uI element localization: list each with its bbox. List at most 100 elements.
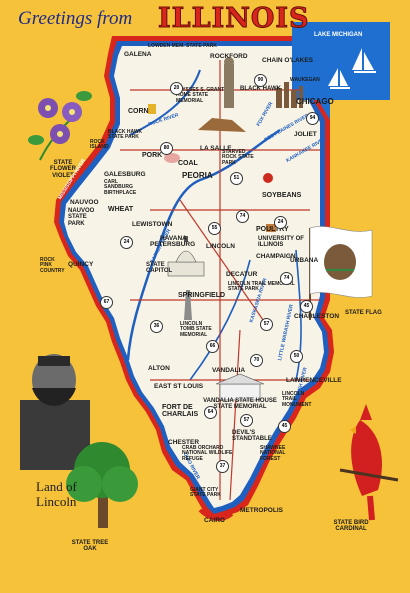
place-galesburg: GALESBURG: [104, 171, 146, 178]
lake-michigan-label: LAKE MICHIGAN: [314, 32, 363, 38]
label-poultry: POULTRY: [256, 226, 289, 233]
starved-rock-icon: [198, 118, 246, 132]
place-lincoln-trail-park: LINCOLN TRAIL MEMORIAL STATE PARK: [228, 281, 295, 293]
place-rock-pink: ROCK PINK COUNTRY: [40, 257, 65, 274]
place-petersburg: PETERSBURG: [150, 241, 196, 248]
place-waukegan: WAUKEGAN: [290, 77, 320, 83]
highways: [120, 60, 320, 501]
land-of-lincoln-line1: Land of: [36, 479, 77, 494]
route-shield: 66: [206, 340, 219, 353]
route-shield: 74: [280, 272, 293, 285]
place-vandalia-house: VANDALIA STATE HOUSE STATE MEMORIAL: [203, 398, 277, 411]
state-flag-label: STATE FLAG: [345, 310, 382, 316]
place-black-hawk: BLACK HAWK: [240, 86, 281, 92]
label-pork: PORK: [142, 152, 163, 159]
route-shield: 67: [100, 296, 113, 309]
route-shield: 37: [216, 460, 229, 473]
place-grant-home: ULYSSES S. GRANT HOME STATE MEMORIAL: [176, 87, 225, 104]
place-lawrenceville: LAWRENCEVILLE: [286, 377, 342, 384]
state-tree-label: STATE TREE OAK: [71, 540, 109, 553]
route-shield: 57: [240, 414, 253, 427]
place-rockford: ROCKFORD: [210, 53, 248, 60]
place-east-st-louis: EAST ST LOUIS: [154, 383, 204, 390]
place-crab-orchard: CRAB ORCHARD NATIONAL WILDLIFE REFUGE: [182, 445, 233, 462]
route-shield: 24: [120, 236, 133, 249]
place-devils-standtable: DEVIL'S STANDTABLE: [232, 430, 272, 443]
lincoln-tomb-icon: [184, 290, 192, 320]
greeting-text: Greetings from: [18, 8, 133, 29]
place-shawnee: SHAWNEE NATIONAL FOREST: [260, 445, 286, 462]
route-shield: 24: [274, 216, 287, 229]
black-hawk-statue-icon: [224, 57, 234, 108]
route-shield: 36: [150, 320, 163, 333]
route-shield: 45: [278, 420, 291, 433]
place-galena: GALENA: [124, 51, 152, 58]
label-corn: CORN: [128, 108, 149, 115]
route-shield: 45: [300, 300, 313, 313]
sailboat-icon: [352, 48, 376, 73]
place-rock-island: ROCK ISLAND: [90, 139, 109, 151]
place-lowden: LOWDEN MEM. STATE PARK: [148, 43, 217, 49]
oak-tree-icon: [66, 442, 138, 528]
route-shield: 51: [230, 172, 243, 185]
route-shield: 94: [306, 112, 319, 125]
place-alton: ALTON: [148, 365, 170, 372]
route-shield: 57: [260, 318, 273, 331]
route-shield: 64: [204, 406, 217, 419]
state-flag-icon: [309, 226, 373, 320]
pig-icon: [164, 153, 180, 163]
place-la-salle: LA SALLE: [200, 145, 232, 152]
place-lincoln: LINCOLN: [206, 243, 235, 250]
place-quincy: QUINCY: [68, 261, 94, 268]
place-urbana: URBANA: [290, 257, 319, 264]
place-sandburg: CARL SANDBURG BIRTHPLACE: [104, 179, 137, 196]
place-black-hawk-park: BLACK HAWK STATE PARK: [108, 129, 143, 141]
place-metropolis: METROPOLIS: [240, 507, 283, 514]
route-shield: 70: [250, 354, 263, 367]
place-joliet: JOLIET: [294, 131, 317, 138]
lincoln-portrait-icon: [20, 354, 90, 470]
chicago-skyline-icon: [276, 82, 303, 108]
place-lincoln-tomb: LINCOLN TOMB STATE MEMORIAL: [180, 321, 212, 338]
place-giant-city: GIANT CITY STATE PARK: [190, 487, 221, 499]
state-bird-label: STATE BIRD CARDINAL: [333, 520, 369, 533]
place-vandalia: VANDALIA: [212, 367, 246, 374]
corn-icon: [148, 104, 156, 114]
label-wheat: WHEAT: [108, 206, 134, 213]
vandalia-state-house-icon: [215, 373, 265, 401]
place-nauvoo-park: NAUVOO STATE PARK: [68, 208, 95, 227]
state-capitol-icon: [167, 236, 205, 277]
illinois-river-line: [126, 128, 281, 361]
place-champaign: CHAMPAIGN: [256, 253, 296, 260]
route-shield: 74: [236, 210, 249, 223]
place-nauvoo: NAUVOO: [70, 199, 99, 206]
place-chain-o-lakes: CHAIN O'LAKES: [262, 57, 314, 64]
rock-river-line: [129, 69, 201, 136]
route-shield: 55: [208, 222, 221, 235]
place-chicago: CHICAGO: [296, 97, 334, 106]
state-title: ILLINOIS: [158, 3, 310, 35]
wabash-line: [295, 249, 302, 381]
place-lewistown: LEWISTOWN: [132, 221, 173, 228]
place-state-capitol: STATE CAPITOL: [146, 262, 173, 275]
kaskaskia-river-line: [189, 259, 251, 381]
place-chester: CHESTER: [168, 439, 200, 446]
poultry-icon: [266, 224, 276, 232]
place-decatur: DECATUR: [226, 271, 258, 278]
land-of-lincoln-line2: Lincoln: [36, 493, 77, 509]
route-shield: 90: [254, 74, 267, 87]
place-peoria: PEORIA: [182, 171, 213, 180]
place-springfield: SPRINGFIELD: [178, 292, 226, 299]
cardinal-icon: [339, 404, 399, 521]
violet-flower-icon: [28, 91, 92, 161]
place-fort-de-chartres: FORT DE CHARLAIS: [162, 404, 199, 419]
place-lincoln-trail-monument: LINCOLN TRAIL MONUMENT: [282, 391, 312, 408]
route-shield: 20: [170, 82, 183, 95]
land-of-lincoln-text: Land of Lincoln: [36, 479, 77, 510]
label-coal: COAL: [178, 160, 198, 167]
apples-icon: [263, 173, 273, 183]
place-starved-rock: STARVED ROCK STATE PARK: [222, 149, 254, 166]
state-flower-label: STATE FLOWER VIOLET: [50, 160, 76, 179]
